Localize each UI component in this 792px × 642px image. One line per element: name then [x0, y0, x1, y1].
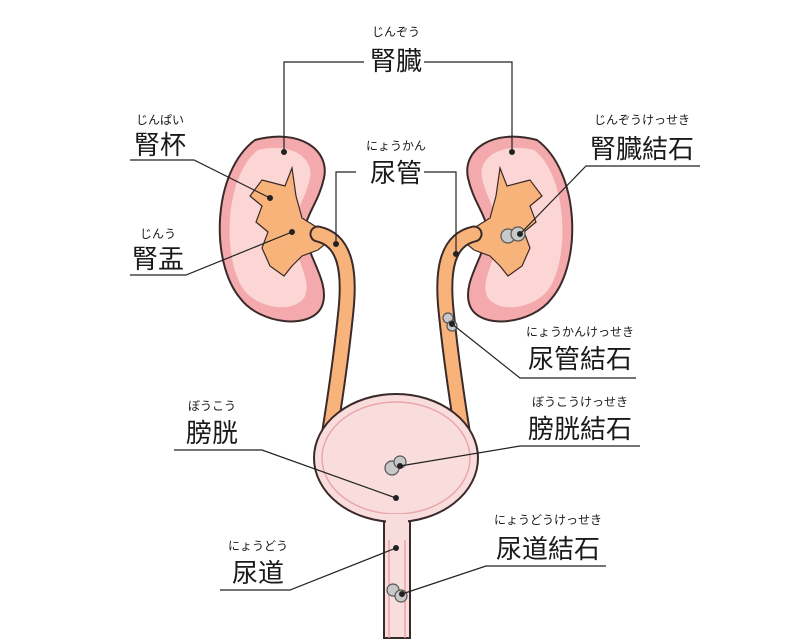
bladder-group [313, 393, 479, 639]
ureter-dot-r [453, 251, 460, 258]
urethra-leader [220, 547, 397, 591]
ureter-stone-label: 尿管結石 [528, 345, 632, 375]
kidney-label: 腎臓 [370, 47, 422, 77]
calyx-label: 腎杯 [134, 131, 186, 161]
calyx-dot [267, 195, 274, 202]
kidney-stone-ruby: じんぞうけっせき [594, 113, 690, 127]
ureter-stone-dot [449, 321, 456, 328]
urethra-label: 尿道 [232, 559, 284, 589]
urethra-stone-ruby: にょうどうけっせき [494, 513, 602, 527]
bladder-stone-leader [399, 445, 640, 467]
urethra [383, 519, 411, 639]
bladder-stone-label: 膀胱結石 [528, 415, 632, 445]
bladder-stone-dot [397, 463, 404, 470]
ureter-ruby: にょうかん [366, 139, 426, 153]
urethra-ruby: にょうどう [228, 539, 288, 553]
calyx-ruby: じんぱい [136, 113, 184, 127]
pelvis-dot [289, 229, 296, 236]
kidney-ruby: じんぞう [372, 25, 420, 39]
urethra-stone-dot [399, 590, 406, 597]
ureter-leader [335, 171, 457, 254]
pelvis-label: 腎盂 [132, 245, 184, 275]
urethra-stone-leader [401, 565, 606, 595]
ureter-stone-leader [451, 323, 636, 379]
kidney-dot-r [509, 149, 516, 156]
ureter-dot-l [333, 241, 340, 248]
bladder-dot [393, 495, 400, 502]
calyx-leader [130, 159, 271, 199]
ureter-stone-ruby: にょうかんけっせき [526, 325, 634, 339]
kidney-leader [283, 61, 513, 152]
right-ureter-fill [438, 227, 481, 437]
bladder-stone-ruby: ぼうこうけっせき [532, 395, 628, 409]
bladder-ruby: ぼうこう [188, 399, 236, 413]
leader-lines [130, 61, 700, 597]
kidney-stone-leader [519, 165, 700, 235]
ureter-label: 尿管 [370, 159, 422, 189]
kidney-stone-label: 腎臓結石 [590, 135, 694, 165]
pelvis-ruby: じんう [140, 227, 176, 241]
kidney-stone-dot [516, 231, 523, 238]
urethra-stone-label: 尿道結石 [496, 535, 600, 565]
pelvis-leader [130, 231, 293, 276]
left-ureter-fill [311, 227, 354, 437]
urethra-joint [386, 514, 408, 528]
labels: じんぞう 腎臓 じんぱい 腎杯 じんう 腎盂 にょうかん 尿管 じんぞうけっせき… [132, 25, 694, 589]
bladder-label: 膀胱 [186, 419, 238, 449]
urethra-dot [393, 544, 400, 551]
kidney-dot-l [281, 149, 288, 156]
bladder-leader [174, 449, 397, 499]
